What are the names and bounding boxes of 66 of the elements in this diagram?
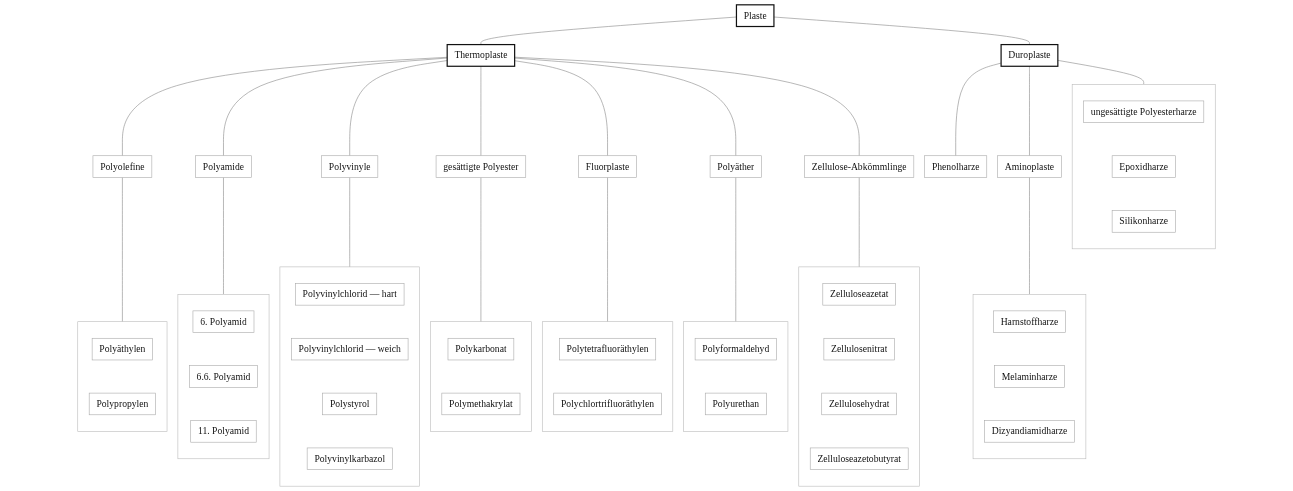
node-box: Polykarbonat xyxy=(447,337,515,361)
connector xyxy=(514,56,860,157)
cluster xyxy=(430,321,532,432)
node-box: Thermoplaste xyxy=(446,44,516,67)
connector xyxy=(480,16,737,45)
node-box: Fluorplaste xyxy=(578,155,637,178)
node-box: Dizyandiamidharze xyxy=(984,420,1075,443)
connector xyxy=(1029,65,1030,157)
connector xyxy=(514,60,608,157)
connector xyxy=(955,62,1002,157)
node-box: Polyäthylen xyxy=(91,337,153,361)
connector xyxy=(735,177,737,322)
cluster xyxy=(177,294,270,460)
node-box: Polyolefine xyxy=(92,155,153,178)
node-box: Polyvinyle xyxy=(321,155,379,178)
connector xyxy=(773,16,1030,45)
connector xyxy=(607,177,608,322)
cluster xyxy=(798,266,920,487)
node-box: Zellulosehydrat xyxy=(821,392,897,416)
connector xyxy=(223,57,448,157)
connector xyxy=(514,57,737,157)
node-box: 6.6. Polyamid xyxy=(189,365,258,388)
connector xyxy=(349,177,351,268)
cluster xyxy=(77,321,168,432)
connector xyxy=(122,57,448,157)
node-box: Zellulosenitrat xyxy=(823,337,895,361)
connector xyxy=(349,60,448,157)
node-box: Polyamide xyxy=(195,155,252,178)
connector xyxy=(1029,177,1030,295)
node-box: Polystyrol xyxy=(322,392,378,416)
connector xyxy=(122,177,123,322)
node-box: ungesättigte Polyesterharze xyxy=(1083,100,1205,123)
node-box: Polyäther xyxy=(709,155,762,178)
node-box: Polyvinylkarbazol xyxy=(306,447,393,470)
node-box: Silikonharze xyxy=(1111,210,1176,233)
cluster xyxy=(279,266,420,487)
node-box: gesättigte Polyester xyxy=(435,155,527,178)
node-box: Polyformaldehyd xyxy=(694,337,777,361)
cluster xyxy=(1071,84,1216,250)
node-box: Aminoplaste xyxy=(997,155,1062,178)
connector xyxy=(480,177,482,322)
node-box: Polyurethan xyxy=(704,392,767,416)
node-box: Polymethakrylat xyxy=(441,392,521,416)
node-box: Zelluloseazetat xyxy=(822,283,896,306)
node-box: Polyvinylchlorid — weich xyxy=(291,337,409,361)
connector xyxy=(223,177,224,295)
node-box: 6. Polyamid xyxy=(192,310,255,333)
node-box: Harnstoffharze xyxy=(993,310,1066,333)
node-box: Plaste xyxy=(735,4,775,28)
node-box: Melaminharze xyxy=(994,365,1065,388)
node-box: Polychlortrifluoräthylen xyxy=(553,392,662,416)
node-box: Polytetrafluoräthylen xyxy=(559,337,657,361)
connector xyxy=(1057,60,1144,85)
node-box: Epoxidharze xyxy=(1111,155,1176,178)
node-box: Phenolharze xyxy=(924,155,988,178)
cluster xyxy=(972,294,1087,460)
cluster xyxy=(542,321,674,432)
connector xyxy=(480,65,482,157)
cluster xyxy=(683,321,789,432)
node-box: Duroplaste xyxy=(1000,44,1059,67)
node-box: Polyvinylchlorid — hart xyxy=(295,283,405,306)
node-box: Zelluloseazetobutyrat xyxy=(809,447,909,470)
node-box: 11. Polyamid xyxy=(190,420,257,443)
node-box: Polypropylen xyxy=(88,392,156,416)
node-box: Zellulose-Abkömmlinge xyxy=(804,155,915,178)
connector xyxy=(858,177,860,268)
